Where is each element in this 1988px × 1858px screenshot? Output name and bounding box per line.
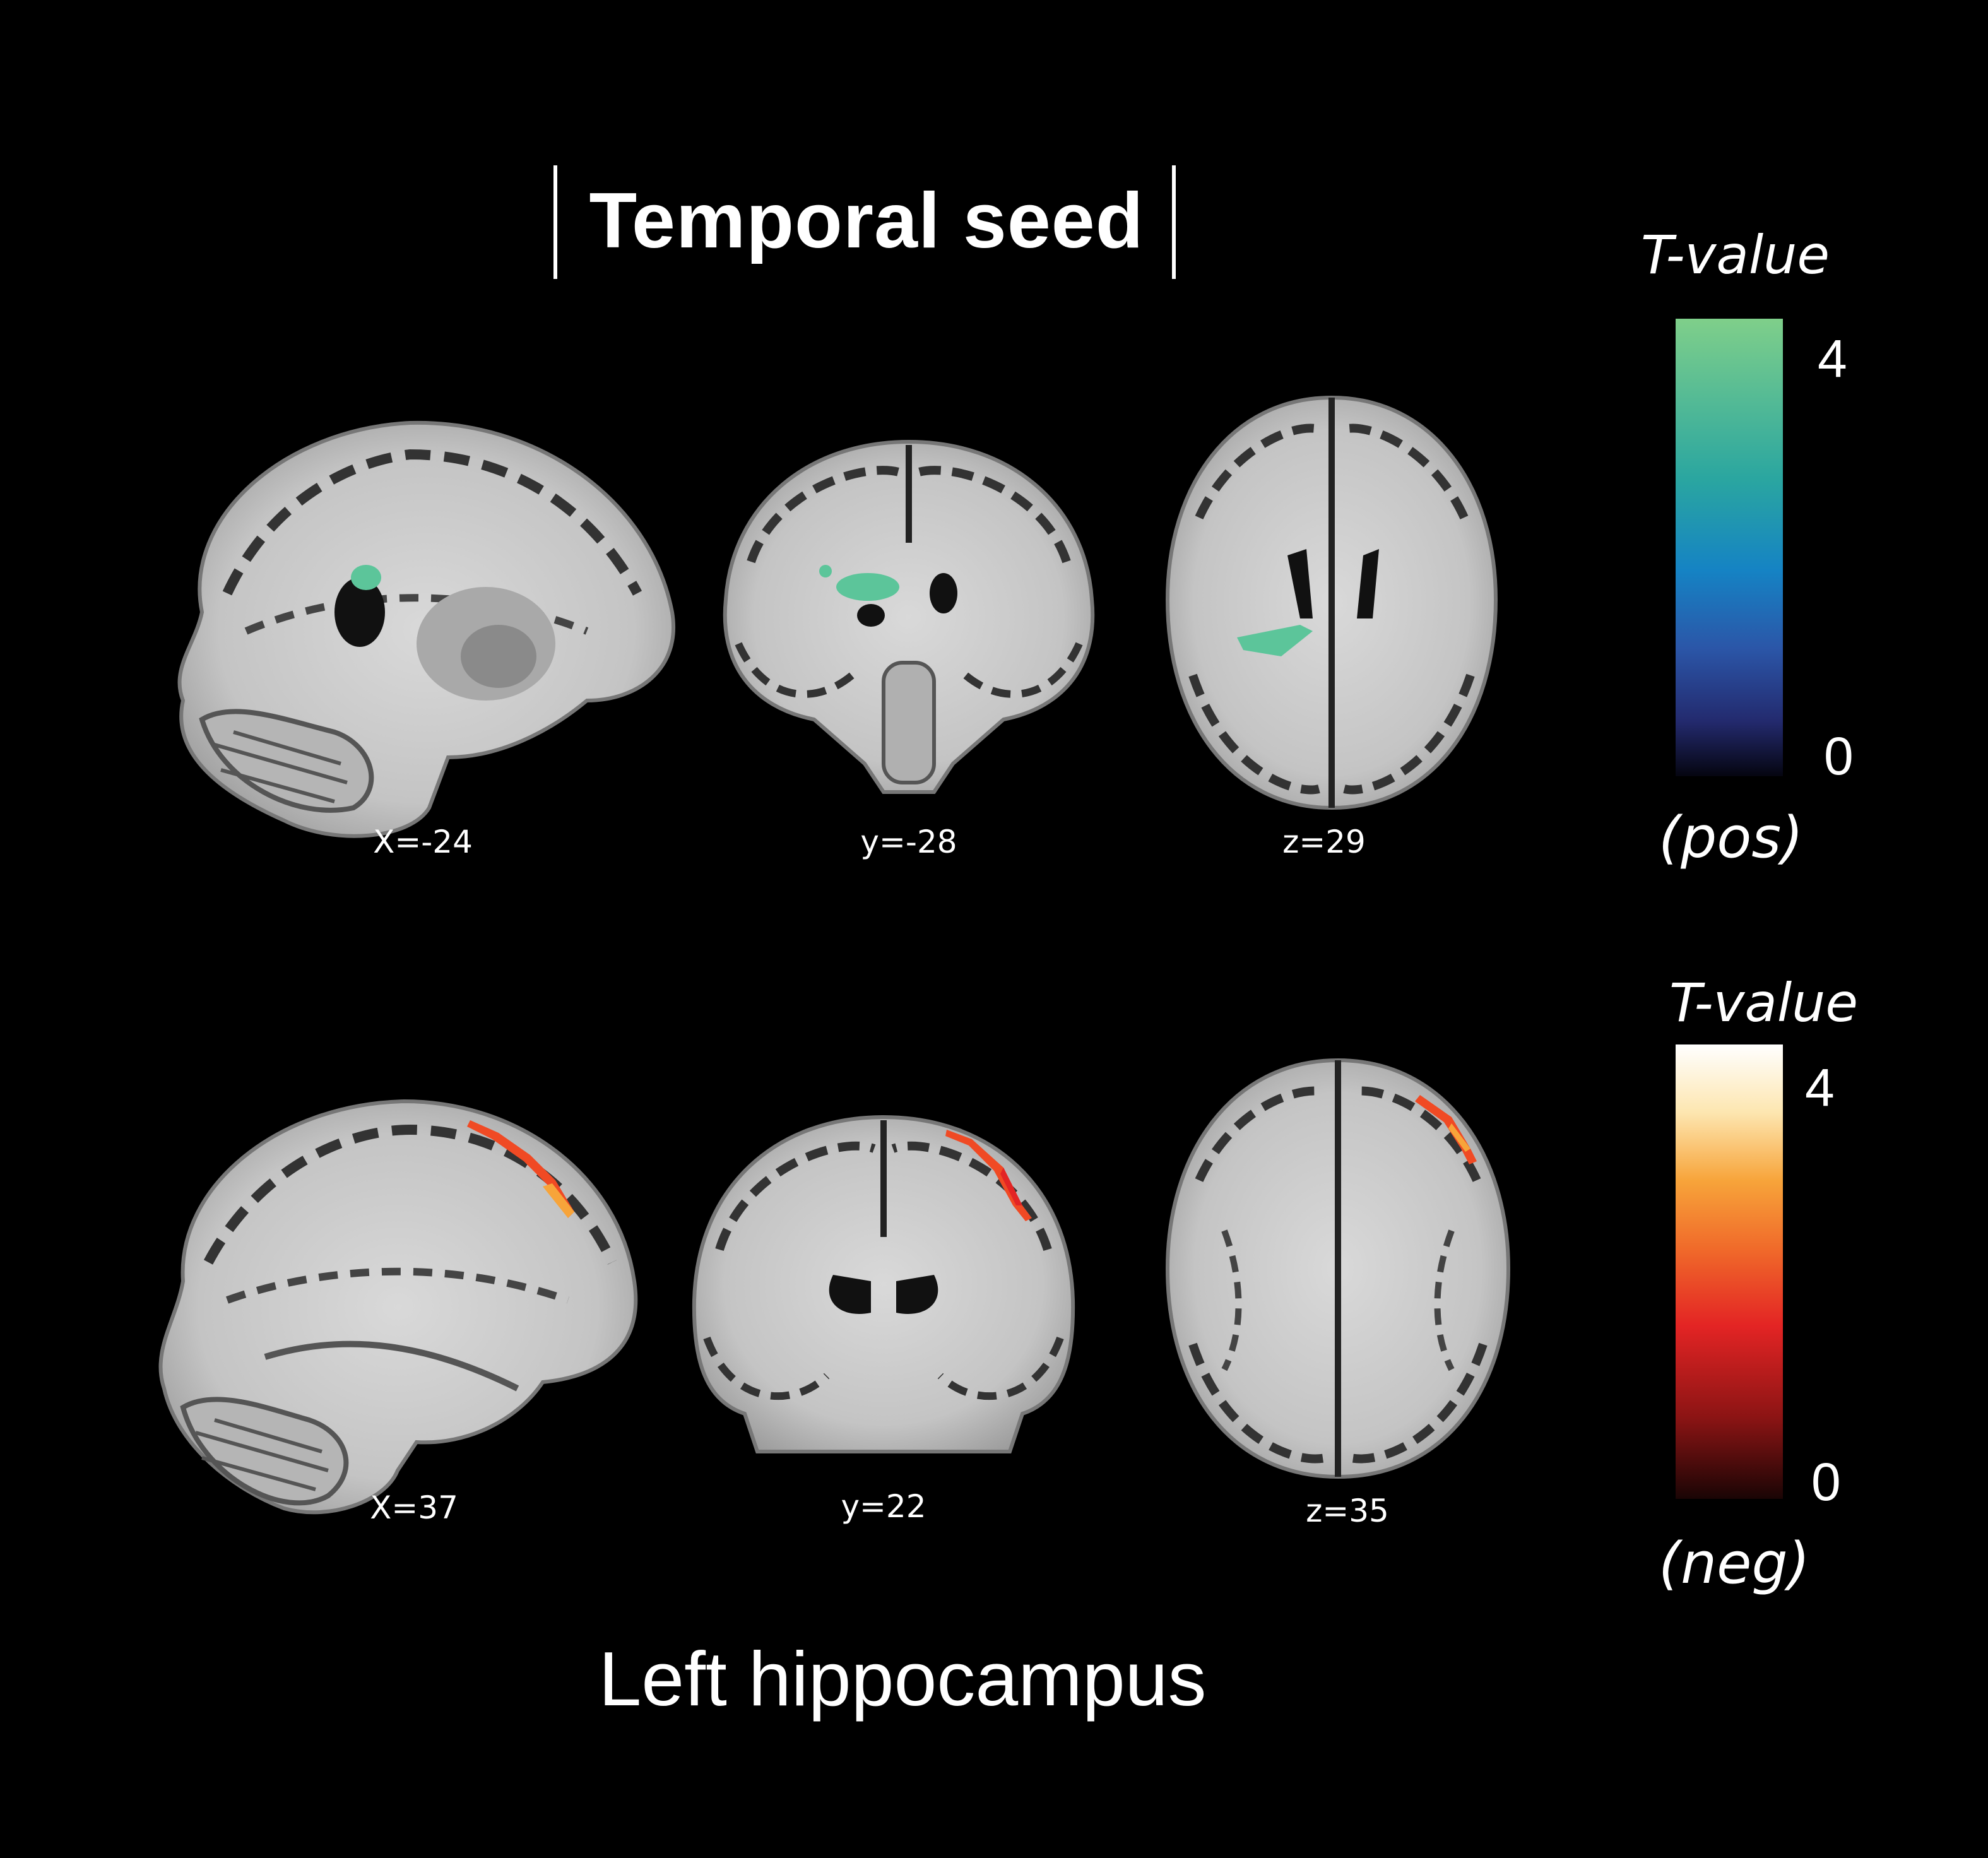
- colorbar-sign-pos: (pos): [1659, 805, 1804, 871]
- coord-label-row1-coronal: y=-28: [860, 824, 957, 860]
- colorbar-min-pos: 0: [1824, 726, 1854, 786]
- brain-coronal-row1: [723, 439, 1095, 794]
- title-left-bar: [553, 165, 557, 279]
- brain-axial-row1: [1165, 395, 1498, 810]
- colorbar-title-neg: T-value: [1669, 972, 1859, 1034]
- coord-label-row2-coronal: y=22: [841, 1488, 926, 1525]
- colorbar-min-neg: 0: [1811, 1452, 1841, 1512]
- title-right-bar: [1172, 165, 1176, 279]
- coord-label-row1-axial: z=29: [1282, 824, 1366, 860]
- coord-label-row1-sagittal: X=-24: [373, 824, 473, 860]
- colorbar-title-pos: T-value: [1641, 224, 1830, 286]
- figure-footer: Left hippocampus: [598, 1636, 1207, 1722]
- figure-title: Temporal seed: [589, 177, 1144, 264]
- colorbar-sign-neg: (neg): [1659, 1530, 1810, 1597]
- coord-label-row2-sagittal: X=37: [370, 1489, 458, 1526]
- brain-coronal-row2: [692, 1115, 1075, 1453]
- brain-axial-row2: [1165, 1058, 1511, 1479]
- coord-label-row2-axial: z=35: [1306, 1493, 1389, 1529]
- colorbar-pos: [1676, 319, 1783, 776]
- brain-sagittal-row2: [158, 1099, 638, 1515]
- brain-sagittal-row1: [177, 420, 675, 838]
- colorbar-neg: [1676, 1044, 1783, 1499]
- colorbar-max-pos: 4: [1818, 329, 1847, 388]
- colorbar-max-neg: 4: [1805, 1058, 1835, 1117]
